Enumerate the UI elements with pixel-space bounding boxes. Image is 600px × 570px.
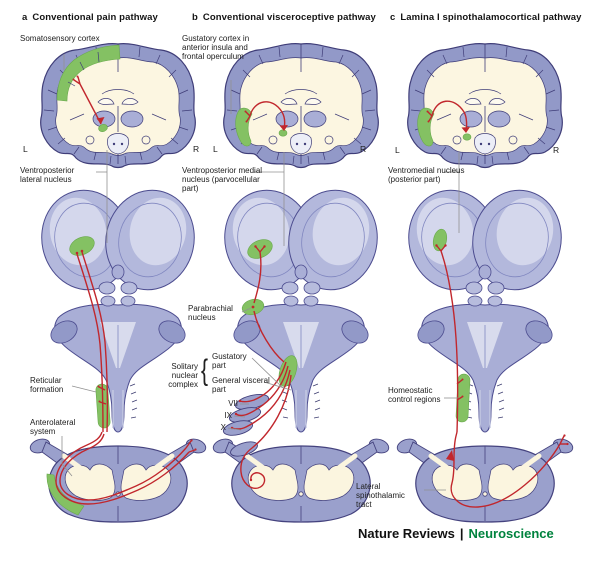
panel-c-letter: c xyxy=(390,12,396,23)
panel-a-pathway xyxy=(55,76,196,505)
label-parabrachial-nucleus: Parabrachial nucleus xyxy=(188,304,233,323)
label-cranial-nerve-ix: IX xyxy=(224,411,232,420)
label-general-visceral-part: General visceral part xyxy=(212,376,270,395)
panel-a-terminals xyxy=(72,75,197,451)
journal-footer: Nature Reviews | Neuroscience xyxy=(358,526,554,541)
panel-b-terminals xyxy=(230,110,288,482)
panel-a-overlay xyxy=(46,44,197,516)
orientation-right-c: R xyxy=(553,145,560,155)
label-solitary-nuclear-complex: Solitary nuclear complex xyxy=(168,362,198,390)
footer-separator: | xyxy=(459,526,464,541)
label-homeostatic-control-regions: Homeostatic control regions xyxy=(388,386,441,405)
label-gustatory-part: Gustatory part xyxy=(212,352,247,371)
label-somatosensory-cortex: Somatosensory cortex xyxy=(20,34,100,43)
panel-b-overlay xyxy=(222,80,298,489)
panel-a-anatomy xyxy=(28,44,207,522)
journal-section: Neuroscience xyxy=(468,526,554,541)
panel-a-leader-lines xyxy=(61,54,108,477)
label-cranial-nerve-x: X xyxy=(220,423,226,432)
label-cranial-nerve-vii: VII xyxy=(228,399,238,408)
orientation-left-b: L xyxy=(213,144,218,154)
orientation-right-a: R xyxy=(193,144,200,154)
panel-c-pathway xyxy=(427,100,567,508)
label-gustatory-cortex: Gustatory cortex in anterior insula and … xyxy=(182,34,250,62)
label-lateral-spinothalamic-tract: Lateral spinothalamic tract xyxy=(356,482,405,510)
panel-b-letter: b xyxy=(192,12,198,23)
orientation-right-b: R xyxy=(360,144,367,154)
label-ventroposterior-lateral-nucleus: Ventroposterior lateral nucleus xyxy=(20,166,75,185)
panel-b-leader-lines xyxy=(227,80,292,431)
label-reticular-formation: Reticular formation xyxy=(30,376,64,395)
sulci-over-green xyxy=(67,51,100,87)
label-ventromedial-nucleus: Ventromedial nucleus (posterior part) xyxy=(388,166,465,185)
solitary-brace: { xyxy=(201,354,209,387)
panel-a-letter: a xyxy=(22,12,28,23)
panel-c-overlay xyxy=(417,100,569,508)
label-ventroposterior-medial-nucleus: Ventroposterior medial nucleus (parvocel… xyxy=(182,166,263,194)
orientation-left-a: L xyxy=(23,144,28,154)
journal-name: Nature Reviews xyxy=(358,526,455,541)
orientation-left-c: L xyxy=(395,145,400,155)
panel-c-highlights xyxy=(417,107,472,423)
label-anterolateral-system: Anterolateral system xyxy=(30,418,76,437)
panel-c-leader-lines xyxy=(424,152,460,491)
panel-c-terminals xyxy=(426,110,569,461)
